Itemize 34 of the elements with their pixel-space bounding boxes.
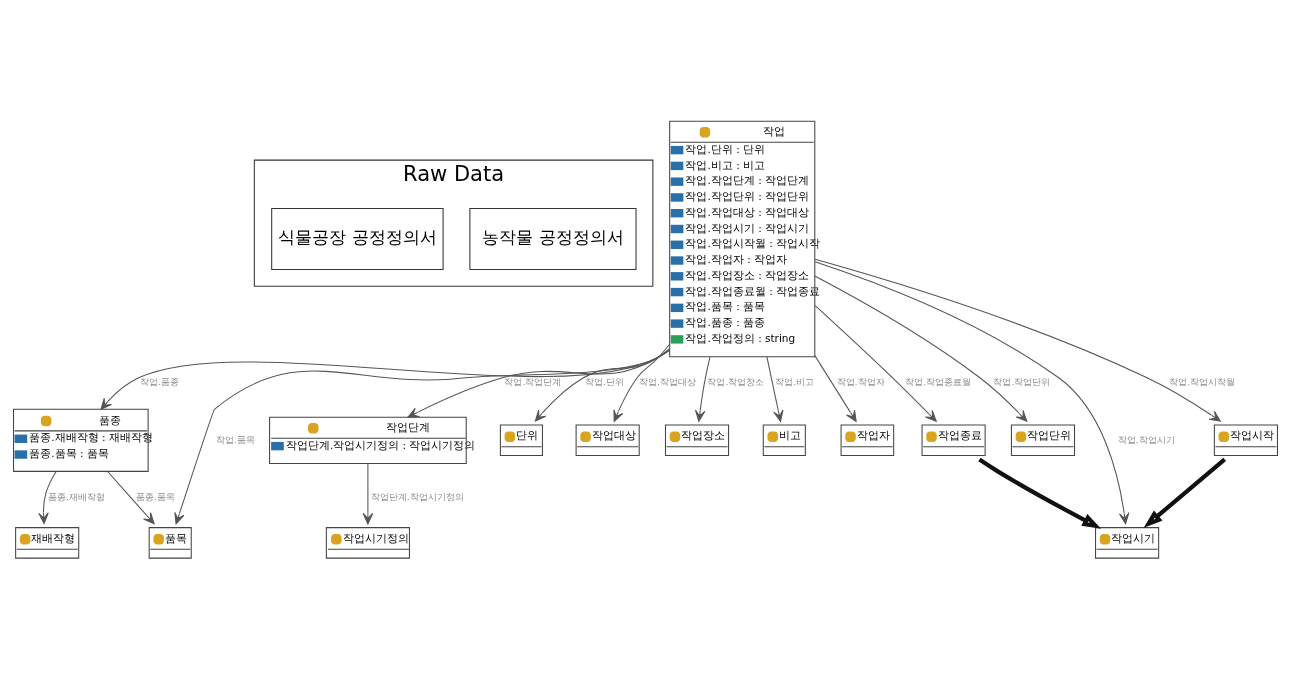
edge-label: 작업.작업자 (836, 376, 885, 388)
arrow (407, 349, 670, 418)
edge-label: 작업.단위 (584, 376, 624, 388)
edge-label: 작업.작업대상 (639, 376, 697, 388)
node-box: 식물공장 공정정의서 (271, 207, 444, 270)
arrow (107, 471, 155, 525)
arrow (362, 463, 374, 525)
arrow (534, 348, 671, 422)
edge-label: 작업.작업장소 (707, 376, 765, 388)
edge-label: 작업.작업시작월 (1169, 376, 1236, 388)
edge-label: 작업.품종 (140, 376, 180, 388)
arrow (814, 261, 1130, 525)
edge-label: 작업.작업시기 (1117, 433, 1175, 445)
arrow (814, 258, 1221, 422)
arrow (174, 349, 670, 525)
edge-label: 품종.재배작형 (48, 490, 106, 502)
edge-label: 작업.비고 (775, 376, 815, 388)
arrow (100, 349, 671, 410)
arrow (814, 305, 937, 422)
edge-label: 작업.작업종료월 (905, 376, 972, 388)
arrow (814, 355, 857, 422)
arrow (613, 343, 671, 422)
edge-label: 작업.품목 (215, 433, 255, 445)
arrow (766, 356, 784, 422)
arrow (814, 275, 1028, 422)
arrow (38, 470, 57, 525)
edge-label: 작업단계.작업시기정의 (370, 490, 464, 502)
edge-label: 작업.작업단위 (993, 376, 1051, 388)
arrow (1143, 457, 1227, 528)
node-box: 농작물 공정정의서 (469, 207, 637, 270)
edge-label: 작업.작업단계 (504, 376, 562, 388)
arrow (978, 457, 1102, 529)
edge-label: 품종.품목 (135, 490, 175, 502)
arrow (694, 356, 711, 422)
